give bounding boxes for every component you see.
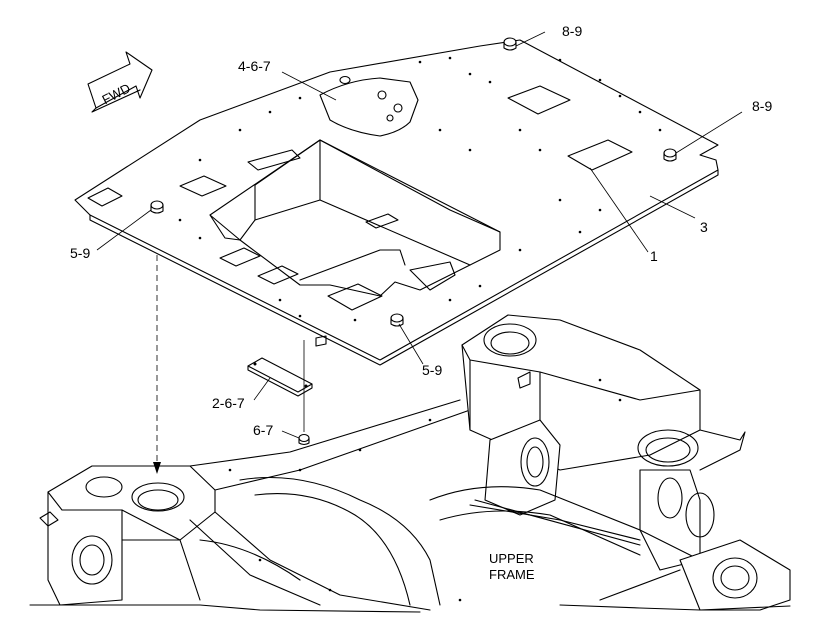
small-plate [247,357,313,397]
upper-frame-label: UPPER FRAME [489,551,535,582]
bolt-cover [339,75,351,85]
bolt-top [503,37,517,51]
callout-3: 3 [700,219,708,235]
callout-6-7: 6-7 [253,422,273,438]
callout-5-9-bottom: 5-9 [422,362,442,378]
callout-labels: 8-9 8-9 4-6-7 3 1 5-9 5-9 2-6-7 6-7 [70,23,772,438]
callout-8-9-right: 8-9 [752,98,772,114]
explode-lines [153,255,305,474]
callout-5-9-left: 5-9 [70,245,90,261]
upper-frame [29,314,791,613]
fwd-arrow-icon: FWD [87,51,153,113]
upper-frame-label-line1: UPPER [489,551,534,566]
callout-2-6-7: 2-6-7 [212,395,245,411]
bolt-left [150,200,164,214]
callout-4-6-7: 4-6-7 [238,58,271,74]
bolt-6-7 [298,433,310,446]
bolt-front [390,313,404,327]
callout-1: 1 [650,248,658,264]
bolt-under [315,335,327,347]
floor-plate-assembly [74,37,719,366]
upper-frame-label-line2: FRAME [489,567,535,582]
callout-8-9-top: 8-9 [562,23,582,39]
leader-lines [96,31,743,439]
